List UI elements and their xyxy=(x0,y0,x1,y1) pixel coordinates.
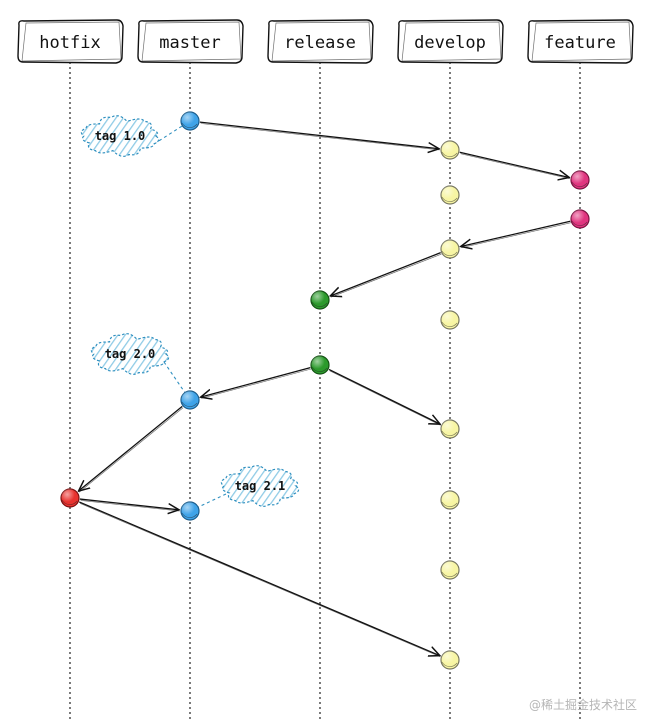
lane-header-box xyxy=(17,19,124,64)
lane-release: release xyxy=(267,19,374,721)
lane-label-feature: feature xyxy=(544,33,616,53)
merge-arrow-d3-r1 xyxy=(330,252,442,298)
lane-feature: feature xyxy=(527,19,634,721)
commit-node-d2 xyxy=(440,185,460,205)
merge-arrow-r2-d5 xyxy=(328,368,441,426)
commit-node-m1 xyxy=(180,111,200,131)
commit-node-d7 xyxy=(440,560,460,580)
lane-header-box xyxy=(397,19,504,64)
commit-node-f1 xyxy=(570,170,590,190)
commit-node-r1 xyxy=(310,290,330,310)
tag-label: tag 2.0 xyxy=(105,347,156,361)
merge-arrow-h1-m3 xyxy=(79,498,180,511)
lane-header-box xyxy=(527,19,634,64)
merge-arrow-m1-d1 xyxy=(199,121,440,150)
lane-header-box xyxy=(137,19,244,64)
tag-label: tag 2.1 xyxy=(235,479,286,493)
merge-arrow-h1-d8 xyxy=(78,501,440,658)
commit-node-m3 xyxy=(180,501,200,521)
merge-arrow-m2-h1 xyxy=(79,405,184,493)
merge-arrow-r2-m2 xyxy=(201,366,312,399)
lane-label-hotfix: hotfix xyxy=(39,33,100,53)
commit-node-m2 xyxy=(180,390,200,410)
commit-node-d4 xyxy=(440,310,460,330)
tag-label: tag 1.0 xyxy=(95,129,146,143)
tag-cloud-shape xyxy=(220,465,300,507)
tag-cloud-m3: tag 2.1 xyxy=(189,465,300,512)
commit-node-d3 xyxy=(440,239,460,259)
tag-cloud-shape xyxy=(90,333,170,375)
merge-arrow-d1-f1 xyxy=(459,151,570,178)
lane-hotfix: hotfix xyxy=(17,19,124,721)
lane-master: master xyxy=(137,19,244,721)
commit-node-d6 xyxy=(440,490,460,510)
tag-cloud-m2: tag 2.0 xyxy=(90,333,191,401)
commit-node-d1 xyxy=(440,140,460,160)
commit-node-f2 xyxy=(570,209,590,229)
lane-develop: develop xyxy=(397,19,504,721)
commit-node-d5 xyxy=(440,419,460,439)
tag-cloud-m1: tag 1.0 xyxy=(80,115,191,157)
lane-label-release: release xyxy=(284,33,356,53)
lane-label-develop: develop xyxy=(414,33,486,53)
commit-node-d8 xyxy=(440,650,460,670)
tag-cloud-shape xyxy=(80,115,160,157)
commit-node-r2 xyxy=(310,355,330,375)
lane-label-master: master xyxy=(159,33,220,53)
watermark: @稀土掘金技术社区 xyxy=(528,698,637,712)
commit-node-h1 xyxy=(60,488,80,508)
lane-header-box xyxy=(267,19,374,64)
merge-arrow-f2-d3 xyxy=(461,220,572,247)
